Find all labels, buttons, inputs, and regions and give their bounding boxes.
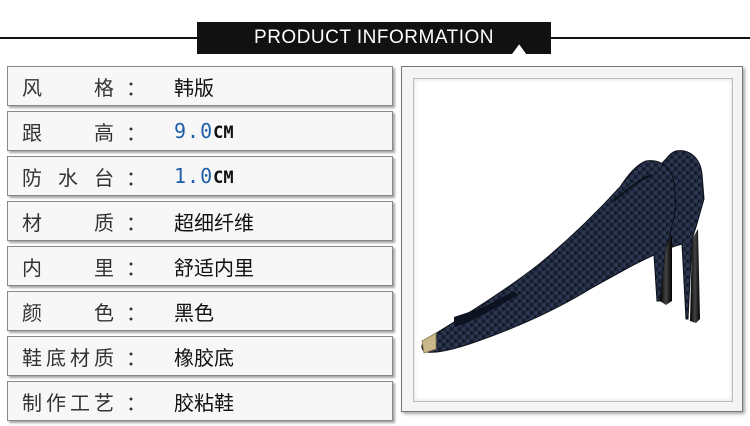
spec-table: 风格 ： 韩版 跟高 ： 9.0CM 防水台 ： 1.0CM 材质 — [7, 66, 393, 426]
spec-label-char: 防 — [22, 165, 42, 190]
spec-row-platform: 防水台 ： 1.0CM — [7, 156, 393, 196]
spec-value: 舒适内里 — [174, 255, 254, 280]
spec-label-char: 内 — [22, 255, 42, 280]
spec-label-char: 质 — [94, 345, 114, 370]
spec-label-char: 风 — [22, 75, 42, 100]
spec-label-char: 里 — [94, 255, 114, 280]
spec-label: 颜色 — [22, 297, 114, 326]
spec-value: 胶粘鞋 — [174, 390, 234, 415]
spec-label-char: 底 — [46, 345, 66, 370]
spec-row-lining: 内里 ： 舒适内里 — [7, 246, 393, 286]
spec-label: 鞋底材质 — [22, 342, 114, 371]
spec-label: 材质 — [22, 207, 114, 236]
spec-label: 制作工艺 — [22, 387, 114, 416]
spec-value-number: 1.0 — [174, 164, 214, 188]
spec-label-char: 制 — [22, 390, 42, 415]
product-image — [413, 78, 733, 402]
shoe-front — [421, 160, 677, 354]
spec-label-char: 质 — [94, 210, 114, 235]
spec-label-char: 作 — [46, 390, 66, 415]
spec-label-char: 水 — [58, 165, 78, 190]
spec-label-char: 材 — [22, 210, 42, 235]
spec-row-sole-material: 鞋底材质 ： 橡胶底 — [7, 336, 393, 376]
spec-row-material: 材质 ： 超细纤维 — [7, 201, 393, 241]
shoe-illustration — [421, 150, 705, 354]
spec-label: 防水台 — [22, 162, 114, 191]
spec-row-craft: 制作工艺 ： 胶粘鞋 — [7, 381, 393, 421]
product-image-frame — [401, 66, 743, 412]
spec-label-char: 工 — [70, 390, 90, 415]
spec-value-unit: CM — [213, 168, 234, 188]
spec-label: 内里 — [22, 252, 114, 281]
spec-row-color: 颜色 ： 黑色 — [7, 291, 393, 331]
spec-row-heel-height: 跟高 ： 9.0CM — [7, 111, 393, 151]
spec-value-number: 9.0 — [174, 119, 214, 143]
spec-label: 风格 — [22, 72, 114, 101]
spec-label-char: 色 — [94, 300, 114, 325]
page-title: PRODUCT INFORMATION — [197, 22, 551, 54]
spec-label-char: 鞋 — [22, 345, 42, 370]
spec-label-char: 格 — [94, 75, 114, 100]
spec-row-style: 风格 ： 韩版 — [7, 66, 393, 106]
spec-label-char: 颜 — [22, 300, 42, 325]
spec-value: 橡胶底 — [174, 345, 234, 370]
spec-value: 超细纤维 — [174, 210, 254, 235]
spec-label-char: 台 — [94, 165, 114, 190]
spec-value: 黑色 — [174, 300, 214, 325]
spec-label-char: 材 — [70, 345, 90, 370]
spec-label-char: 跟 — [22, 120, 42, 145]
spec-label-char: 艺 — [94, 390, 114, 415]
spec-value: 1.0CM — [174, 164, 234, 188]
spec-value: 韩版 — [174, 75, 214, 100]
spec-label: 跟高 — [22, 117, 114, 146]
spec-value-unit: CM — [213, 123, 234, 143]
spec-label-char: 高 — [94, 120, 114, 145]
spec-value: 9.0CM — [174, 119, 234, 143]
